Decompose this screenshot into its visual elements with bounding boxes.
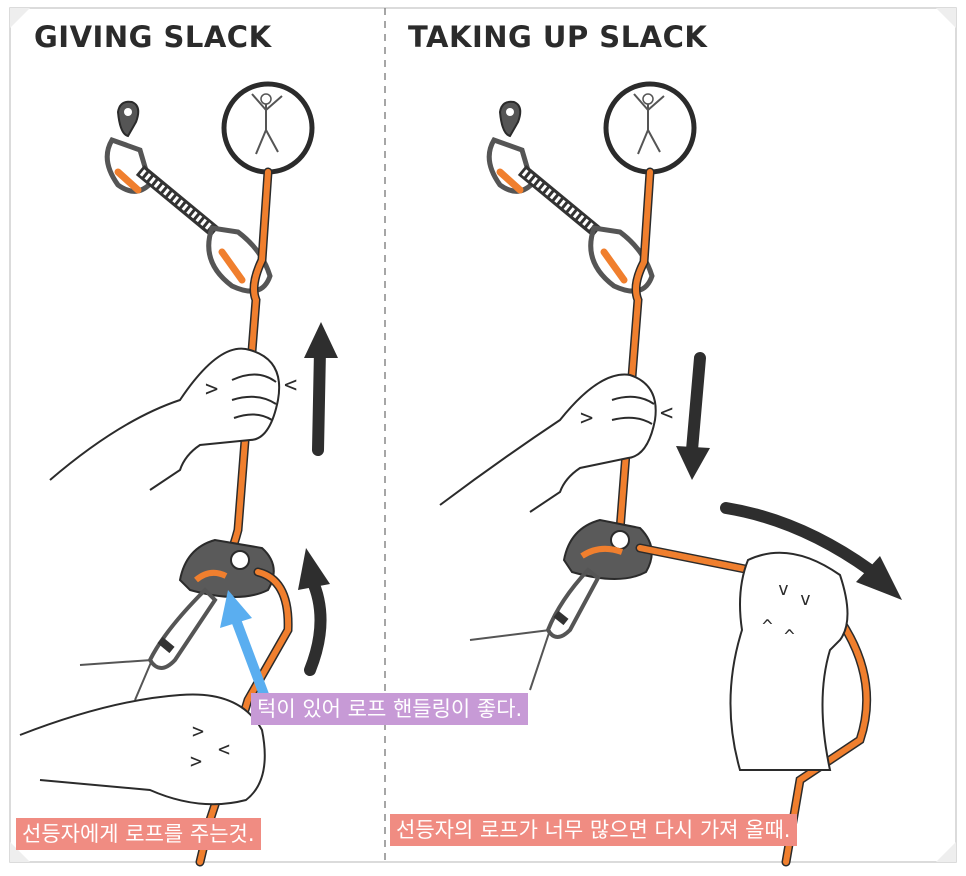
caption-giving-slack: 선등자에게 로프를 주는것. — [16, 818, 261, 850]
grip-mark: < — [218, 737, 230, 761]
grip-mark: ^ — [762, 616, 773, 637]
grip-mark: < — [660, 401, 673, 426]
corner-mark — [936, 8, 956, 28]
frame-border — [9, 7, 957, 863]
grip-mark: v — [778, 579, 789, 600]
up-arrow-head-icon — [304, 322, 338, 358]
climber-icon — [603, 81, 697, 175]
taking-up-slack-illustration: > < v v ^ ^ — [439, 81, 902, 867]
corner-mark — [10, 8, 30, 28]
corner-mark — [936, 842, 956, 862]
fist-hand-icon — [729, 551, 849, 771]
brake-rope — [637, 545, 763, 575]
belay-device-icon — [178, 538, 275, 598]
grip-mark: > — [190, 749, 202, 773]
quickdraw-icon — [104, 136, 273, 294]
grip-mark: ^ — [784, 626, 795, 647]
up-arrow-icon — [312, 344, 326, 456]
callout-arrow-icon — [231, 615, 271, 705]
grip-mark: > — [192, 719, 204, 743]
callout-annotation: 턱이 있어 로프 핸들링이 좋다. — [251, 693, 529, 725]
locking-carabiner-icon — [79, 587, 218, 701]
curved-up-arrow-icon — [304, 574, 327, 676]
giving-slack-illustration: > < > < > — [19, 81, 338, 867]
caption-taking-up-slack: 선등자의 로프가 너무 많으면 다시 가져 올때. — [390, 814, 797, 846]
locking-carabiner-icon — [469, 567, 601, 691]
grip-mark: > — [205, 377, 218, 402]
grip-mark: v — [800, 589, 811, 610]
slack-rope — [783, 617, 870, 865]
curved-arrow-head-icon — [298, 548, 330, 590]
grip-mark: < — [284, 373, 297, 398]
panel-heading-taking-up-slack: TAKING UP SLACK — [408, 20, 708, 54]
down-arrow-icon — [686, 352, 706, 456]
grip-mark: > — [580, 406, 593, 431]
panel-heading-giving-slack: GIVING SLACK — [34, 20, 272, 54]
curved-pull-arrow-head-icon — [856, 556, 902, 600]
down-arrow-head-icon — [676, 446, 710, 480]
rope-to-climber — [617, 169, 653, 533]
corner-mark — [10, 842, 30, 862]
callout-arrow-head-icon — [220, 590, 252, 628]
bolt-hanger-icon — [116, 100, 140, 138]
bolt-hanger-icon — [498, 100, 522, 138]
lower-hand-icon — [19, 693, 266, 806]
upper-hand-icon — [49, 347, 281, 491]
climber-icon — [221, 81, 315, 175]
curved-pull-arrow-icon — [720, 502, 876, 576]
upper-hand-icon — [439, 373, 657, 513]
